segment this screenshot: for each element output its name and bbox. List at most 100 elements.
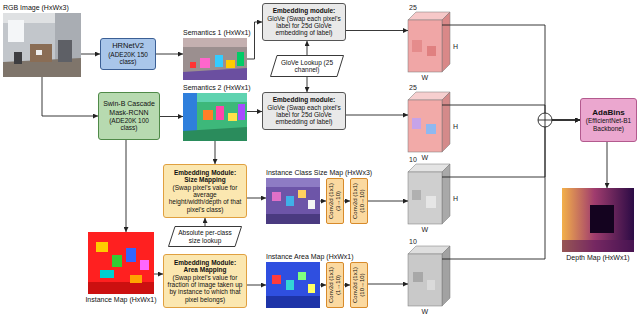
semantic-picture xyxy=(183,93,247,141)
size-map-picture xyxy=(272,192,281,201)
arrow-connector xyxy=(247,285,266,286)
dimension-label: W xyxy=(422,154,429,161)
arrow-connector xyxy=(368,284,408,285)
dimension-label: W xyxy=(422,74,429,81)
conv-label: (1→10) xyxy=(335,263,342,307)
semantic-picture xyxy=(183,127,247,141)
instance-picture xyxy=(130,275,142,283)
tensor-cube xyxy=(408,172,442,224)
tensor-cube xyxy=(408,20,442,72)
semantic-picture xyxy=(190,62,196,68)
embedding-module: Embedding module:GloVe (Swap each pixel'… xyxy=(262,92,346,130)
arrow-connector xyxy=(247,111,262,112)
box-text: Swin-B Cascade Mask-RCNN(ADE20K 100 clas… xyxy=(99,98,159,133)
tensor-cube xyxy=(408,246,450,306)
instance-picture xyxy=(100,270,114,278)
arrow-connector xyxy=(368,201,408,202)
image-caption: Semantics 2 (HxWx1) xyxy=(183,84,251,92)
depth-model: AdaBins(EfficientNet-B1 Backbone) xyxy=(580,98,637,142)
rgb-photo xyxy=(58,40,72,62)
tensor-cube xyxy=(426,196,436,208)
dimension-label: 10 xyxy=(409,238,417,245)
depth-picture xyxy=(562,188,634,252)
rgb-photo xyxy=(3,13,81,77)
box-text: Absolute per-class size lookup xyxy=(168,228,242,245)
dimension-label: 10 xyxy=(409,156,417,163)
tensor-cube xyxy=(408,100,442,152)
box-text: AdaBins(EfficientNet-B1 Backbone) xyxy=(581,106,636,134)
area-map-picture xyxy=(272,275,281,284)
box-text: Embedding Module: Size Mapping(Swap pixe… xyxy=(164,167,246,216)
box-label: GloVe (Swap each pixel's label for 25d G… xyxy=(266,15,342,37)
parallelogram-shape xyxy=(271,56,344,77)
depth-picture xyxy=(562,240,634,252)
arrow-connector xyxy=(442,25,580,120)
tensor-cube xyxy=(442,12,450,72)
rgb-photo xyxy=(55,13,81,63)
area-map-picture xyxy=(266,262,320,308)
tensor-cube xyxy=(408,92,450,152)
image-caption: Instance Map (HxWx1) xyxy=(85,296,156,304)
tensor-cube xyxy=(408,164,450,224)
semantic-picture xyxy=(183,38,247,47)
box-label: Absolute per-class size lookup xyxy=(175,229,235,244)
lookup-table: GloVe Lookup (25 channel) xyxy=(270,55,344,77)
dimension-label: 25 xyxy=(409,84,417,91)
dimension-label: W xyxy=(422,308,429,315)
segmentation-model: HRNetV2(ADE20K 150 class) xyxy=(100,38,156,70)
concat-symbol xyxy=(538,113,552,127)
concat-symbol xyxy=(538,113,552,127)
box-title: Embedding Module: Size Mapping xyxy=(167,169,243,184)
tensor-cube xyxy=(408,12,450,72)
box-text: HRNetV2(ADE20K 150 class) xyxy=(101,40,155,68)
tensor-cube xyxy=(412,118,421,129)
semantic-picture xyxy=(203,110,213,120)
rgb-photo xyxy=(30,44,52,62)
arrow-connector xyxy=(442,105,580,120)
box-title: AdaBins xyxy=(584,108,633,117)
area-map-picture xyxy=(286,280,294,290)
area-map-picture xyxy=(266,296,320,308)
rgb-photo xyxy=(14,52,22,64)
conv-label: (10→10) xyxy=(359,179,366,223)
area-map-picture xyxy=(298,272,306,280)
arrow-connector xyxy=(247,22,262,59)
conv-label: (3→10) xyxy=(335,179,342,223)
box-text: Embedding module:GloVe (Swap each pixel'… xyxy=(263,94,345,128)
segmentation-model: Swin-B Cascade Mask-RCNN(ADE20K 100 clas… xyxy=(98,92,160,140)
conv-layer: Conv2d (1x1)(1→10) xyxy=(326,262,344,308)
arrow-connector xyxy=(442,120,580,177)
size-map-picture xyxy=(266,178,320,187)
conv-text: Conv2d (1x1)(1→10) xyxy=(327,263,343,307)
box-title: Swin-B Cascade Mask-RCNN xyxy=(102,100,156,116)
tensor-cube xyxy=(427,46,436,56)
instance-picture xyxy=(96,242,108,252)
tensor-cube xyxy=(442,246,450,306)
conv-text: Conv2d (1x1)(3→10) xyxy=(327,179,343,223)
conv-layer: Conv2d (1x1)(3→10) xyxy=(326,178,344,224)
feature-tensor: 25HW xyxy=(408,20,442,72)
arrow-connector xyxy=(307,41,308,55)
feature-tensor: 10HW xyxy=(408,172,442,224)
depth-map: Depth Map (HxWx1) xyxy=(562,188,634,252)
area-map-picture xyxy=(266,262,320,308)
tensor-cube xyxy=(442,92,450,152)
area-map-picture xyxy=(308,284,315,293)
instance-picture xyxy=(88,232,154,294)
tensor-cube xyxy=(426,124,436,134)
tensor-cube xyxy=(412,190,421,200)
semantic-picture xyxy=(226,60,235,68)
tensor-cube xyxy=(412,40,422,52)
size-map-picture xyxy=(298,190,306,198)
arrow-connector xyxy=(81,54,100,55)
image-caption: Instance Class Size Map (HxWx3) xyxy=(266,169,372,177)
tensor-cube xyxy=(408,254,442,306)
box-label: GloVe (Swap each pixel's label for 25d G… xyxy=(266,104,342,126)
instance-picture xyxy=(88,282,154,294)
box-label: (EfficientNet-B1 Backbone) xyxy=(584,117,633,132)
size-map-picture xyxy=(286,196,294,206)
embedding-module: Embedding Module: Size Mapping(Swap pixe… xyxy=(163,164,247,218)
feature-tensor: 25HW xyxy=(408,100,442,152)
